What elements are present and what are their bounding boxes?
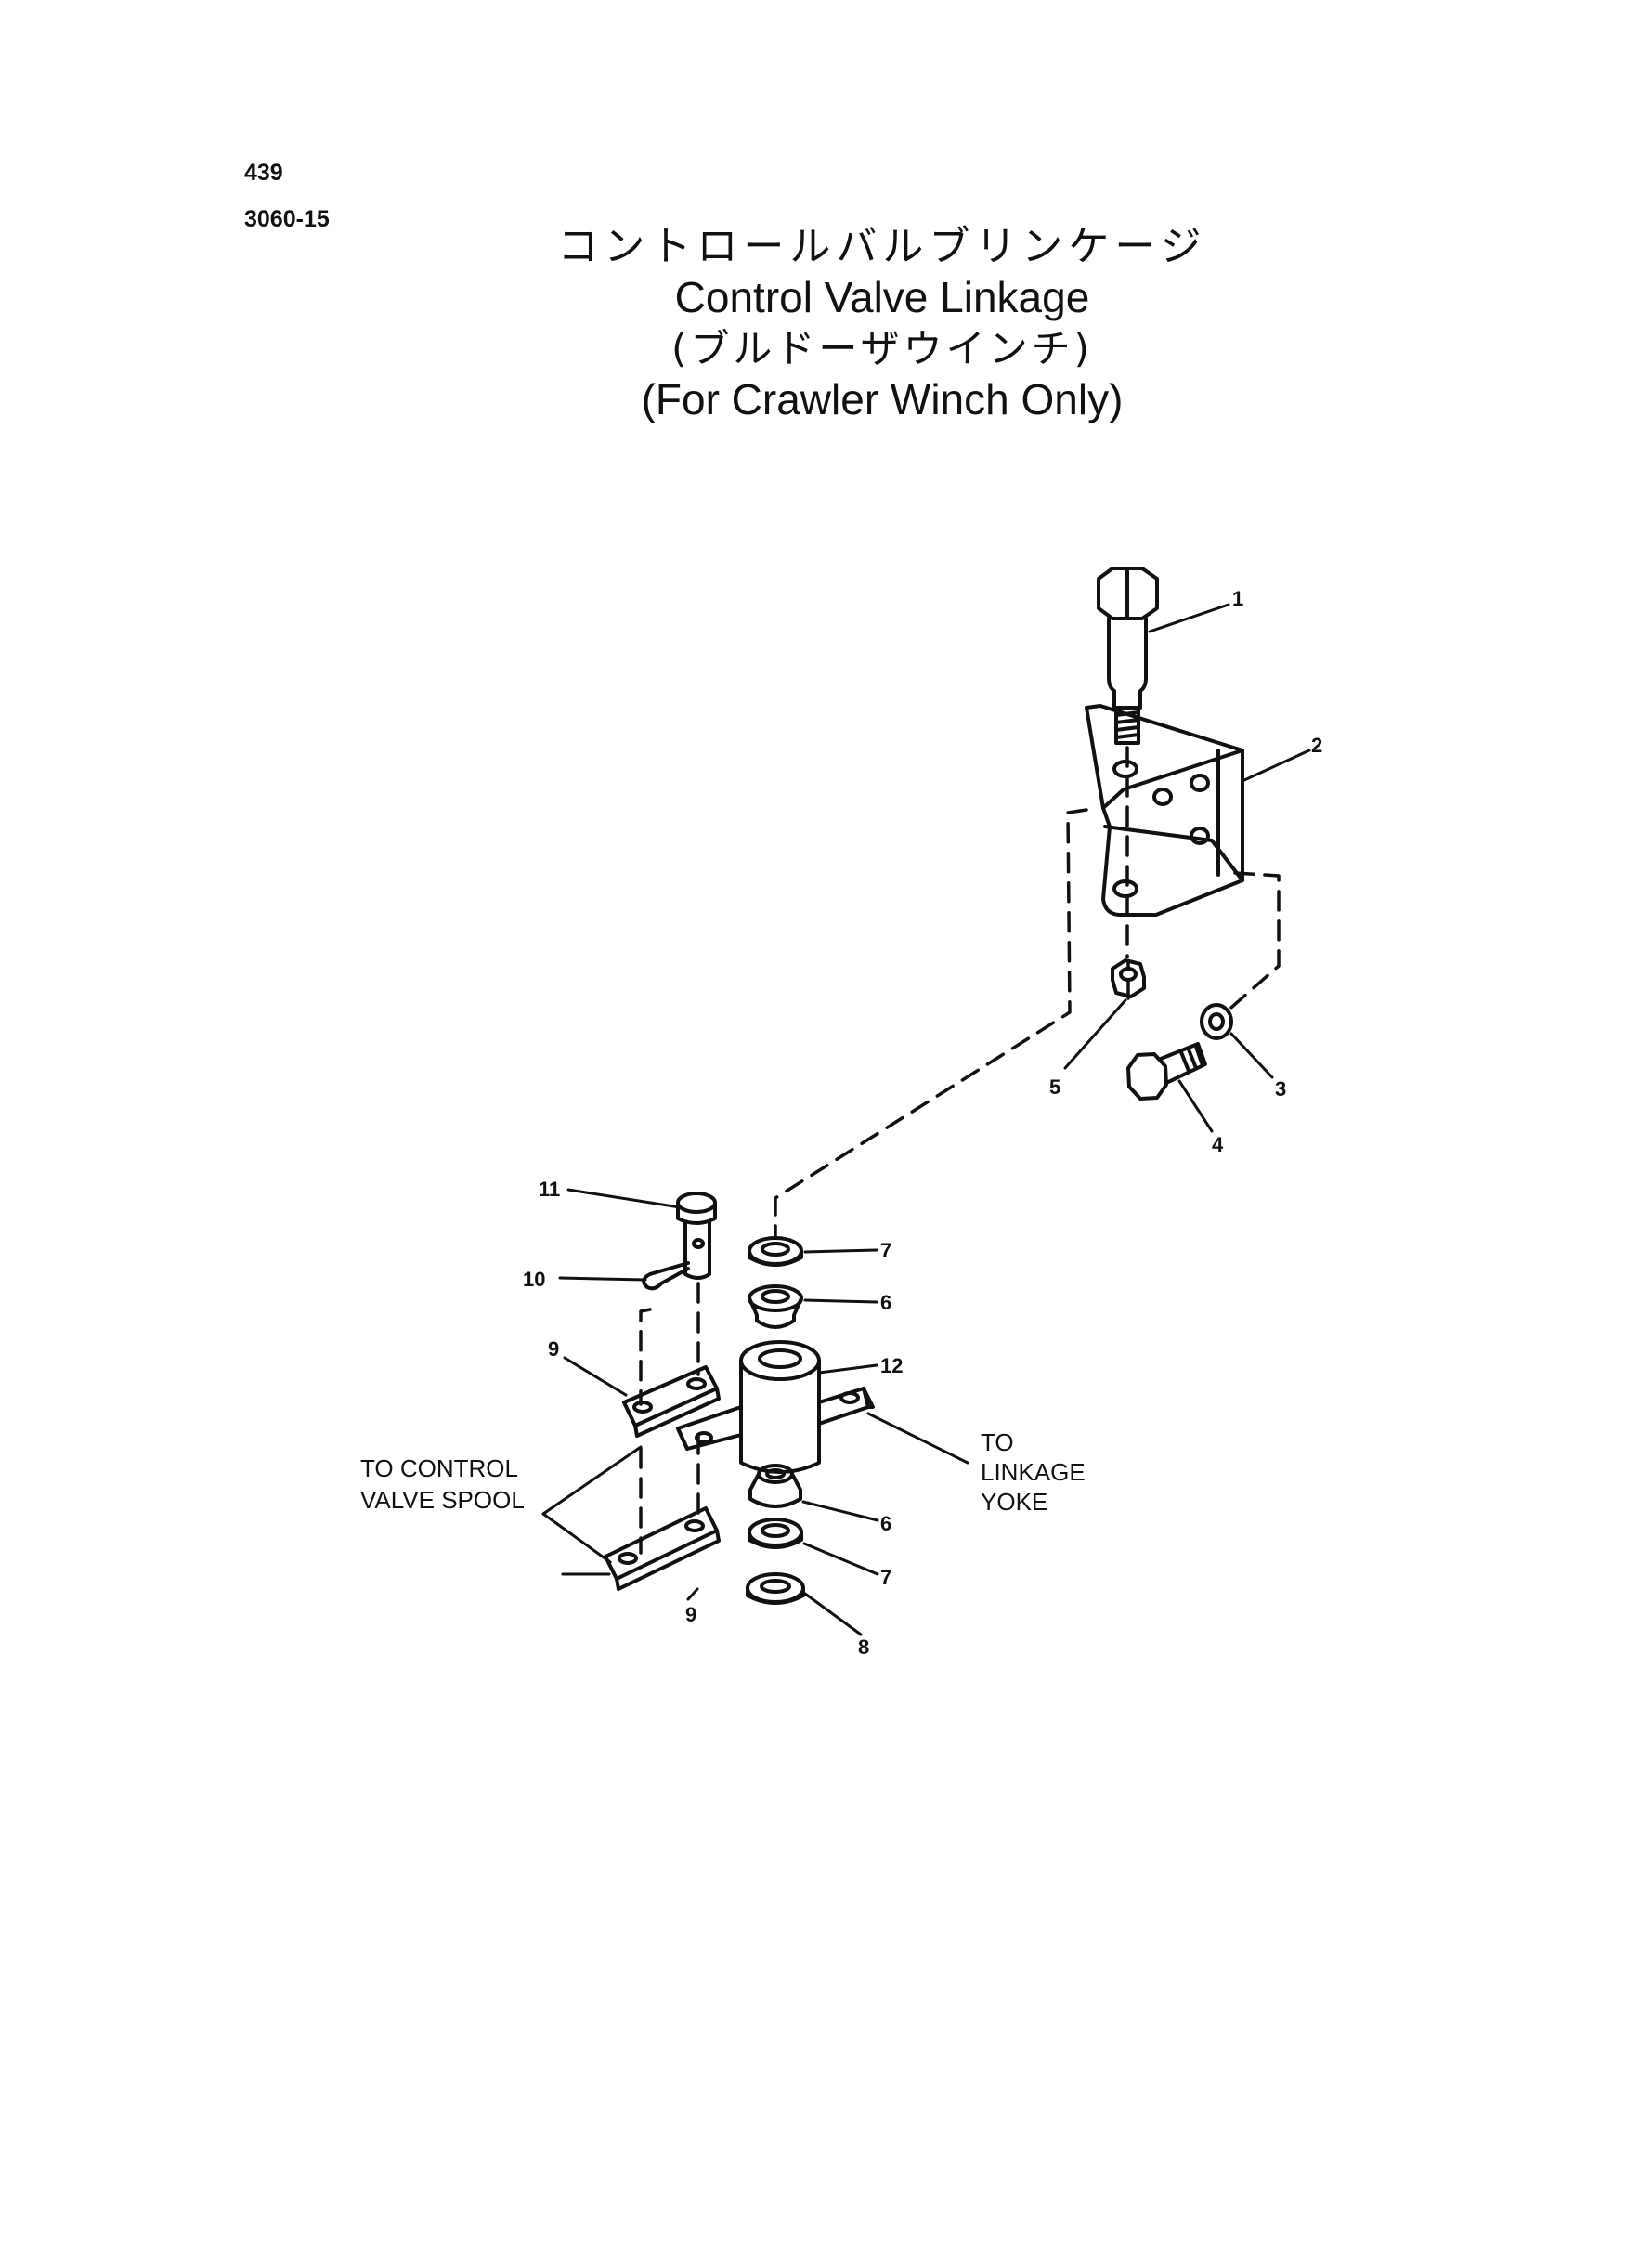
note-linkage-line1: TO: [981, 1428, 1014, 1456]
reference-number: 3060-15: [244, 206, 330, 232]
title-block: コントロールバルブリンケージ Control Valve Linkage (ブル…: [464, 221, 1300, 425]
callout-8: 8: [858, 1635, 869, 1659]
title-english: Control Valve Linkage: [674, 273, 1090, 321]
callout-9-lower: 9: [685, 1603, 696, 1626]
part-10-cotter-pin: [642, 1261, 690, 1291]
connection-notes: TO CONTROL VALVE SPOOL TO LINKAGE YOKE: [360, 1428, 1086, 1516]
callout-9-upper: 9: [548, 1337, 559, 1361]
part-8-washer: [746, 1572, 805, 1605]
subtitle-english: (For Crawler Winch Only): [641, 375, 1124, 423]
part-7-washer-lower: [748, 1518, 803, 1549]
callout-12: 12: [880, 1354, 903, 1377]
subtitle-japanese: (ブルドーザウインチ): [671, 326, 1093, 371]
note-linkage-line2: LINKAGE: [981, 1458, 1086, 1486]
part-12-yoke: [676, 1340, 875, 1474]
part-4-bolt: [1126, 1042, 1207, 1101]
part-2-bracket: [1085, 704, 1244, 917]
callout-1: 1: [1232, 587, 1243, 610]
part-3-washer: [1200, 1003, 1233, 1040]
note-control-valve-line2: VALVE SPOOL: [360, 1486, 525, 1514]
callout-10: 10: [523, 1268, 545, 1291]
callout-3: 3: [1275, 1077, 1286, 1101]
assembly-dashed-lines: [639, 746, 1281, 1555]
callout-7-upper: 7: [880, 1239, 891, 1262]
page-number: 439: [244, 160, 283, 186]
part-9-plate-lower: [604, 1506, 721, 1591]
note-linkage-line3: YOKE: [981, 1488, 1047, 1516]
callout-5: 5: [1049, 1075, 1060, 1099]
callout-4: 4: [1212, 1133, 1224, 1156]
callout-11: 11: [539, 1178, 560, 1201]
callout-labels: 1 2 3 4 5 11 10 9 9 7 6 12 6 7 8: [523, 587, 1322, 1659]
note-control-valve-line1: TO CONTROL: [360, 1454, 518, 1482]
part-11-pin: [676, 1192, 717, 1280]
part-7-washer-upper: [748, 1236, 803, 1267]
callout-6-upper: 6: [880, 1291, 891, 1314]
part-1-bolt: [1097, 567, 1159, 745]
leader-lines: [541, 603, 1311, 1636]
callout-7-lower: 7: [880, 1566, 891, 1589]
callout-2: 2: [1311, 734, 1322, 757]
part-9-plate-upper: [622, 1365, 721, 1438]
title-japanese: コントロールバルブリンケージ: [557, 223, 1207, 270]
callout-6-lower: 6: [880, 1512, 891, 1535]
part-6-bushing-lower: [748, 1464, 802, 1508]
part-6-bushing-upper: [748, 1284, 803, 1329]
